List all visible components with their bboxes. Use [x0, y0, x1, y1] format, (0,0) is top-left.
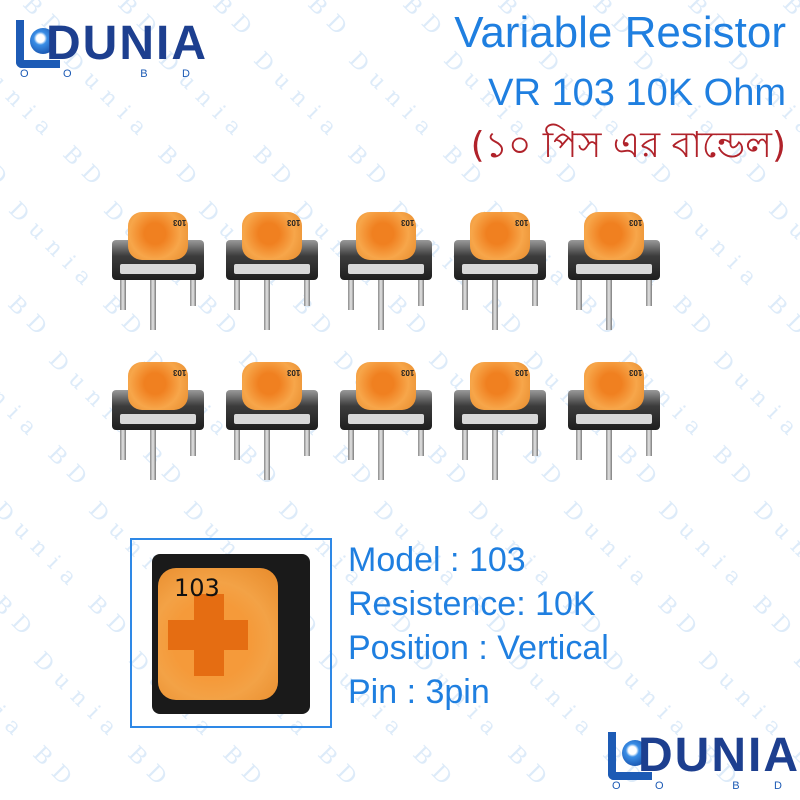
- resistor-image: 103: [562, 212, 666, 332]
- resistor-image: 103: [562, 362, 666, 482]
- product-model-title: VR 103 10K Ohm: [488, 72, 786, 114]
- product-title: Variable Resistor: [454, 8, 786, 57]
- cart-icon: [608, 732, 652, 780]
- spec-position: Position : Vertical: [348, 629, 609, 667]
- brand-sub-letter: O: [62, 68, 72, 80]
- brand-sub: O O B D: [20, 68, 190, 80]
- spec-pin: Pin : 3pin: [348, 673, 490, 711]
- brand-logo-bottom: DUNIA O O B D: [604, 722, 798, 792]
- brand-sub-letter: D: [182, 68, 190, 80]
- resistor-image: 103: [334, 212, 438, 332]
- brand-sub-letter: O: [654, 780, 664, 792]
- spec-resistance: Resistence: 10K: [348, 585, 596, 623]
- resistor-image: 103: [448, 212, 552, 332]
- brand-sub-letter: D: [774, 780, 782, 792]
- cart-icon: [16, 20, 60, 68]
- spec-list: Model : 103 Resistence: 10K Position : V…: [348, 538, 609, 714]
- resistor-image: 103: [334, 362, 438, 482]
- resistor-image: 103: [106, 212, 210, 332]
- brand-sub-letter: B: [140, 68, 148, 80]
- cross-slot-icon: [194, 594, 224, 676]
- bundle-note: (১০ পিস এর বান্ডেল): [470, 125, 786, 166]
- resistor-code: 103: [174, 574, 220, 602]
- brand-logo-top: DUNIA O O B D: [12, 10, 206, 80]
- resistor-image: 103: [106, 362, 210, 482]
- spec-model: Model : 103: [348, 541, 526, 579]
- resistor-image: 103: [448, 362, 552, 482]
- brand-sub-letter: O: [20, 68, 29, 80]
- closeup-frame: 103: [130, 538, 332, 728]
- globe-icon: [622, 740, 648, 766]
- resistor-image: 103: [220, 212, 324, 332]
- globe-icon: [30, 28, 56, 54]
- resistor-image: 103: [220, 362, 324, 482]
- brand-sub: O O B D: [612, 780, 782, 792]
- brand-name: DUNIA: [638, 729, 800, 782]
- brand-sub-letter: O: [612, 780, 621, 792]
- brand-sub-letter: B: [732, 780, 740, 792]
- closeup-resistor-image: 103: [152, 554, 310, 714]
- brand-name: DUNIA: [46, 17, 208, 70]
